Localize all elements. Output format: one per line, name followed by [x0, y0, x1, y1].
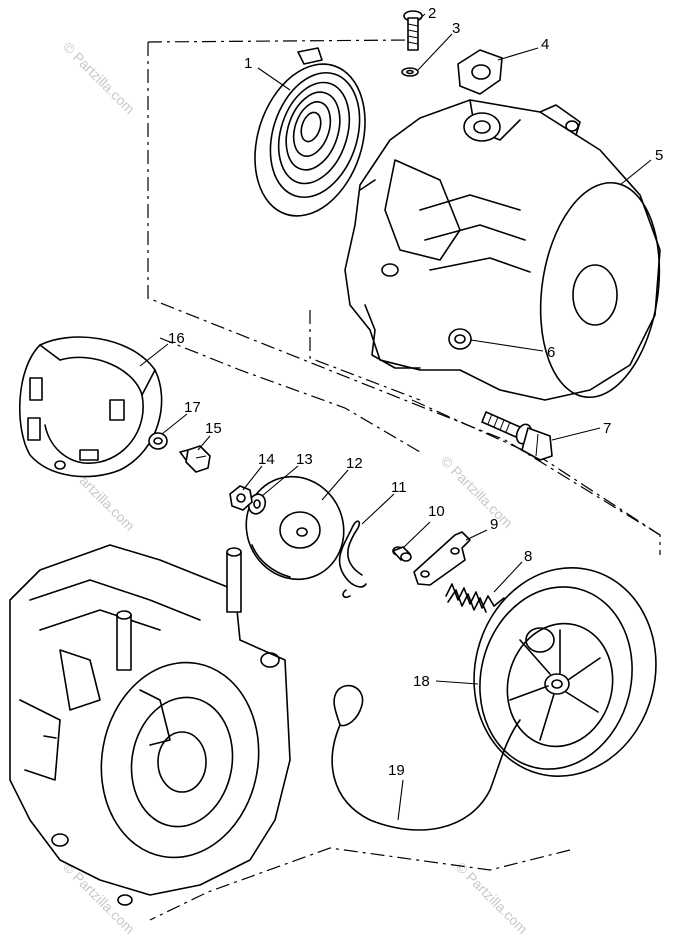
callout-17: 17: [184, 399, 201, 416]
starter-rope: [331, 684, 521, 831]
wire-spring: [338, 520, 367, 599]
recoil-spring: [254, 47, 366, 217]
flange-bolt: [179, 445, 211, 473]
rope-pulley: [473, 567, 657, 777]
flat-washer: [148, 432, 168, 450]
lock-washer: [401, 67, 419, 77]
bolt: [481, 411, 553, 461]
callout-7: 7: [603, 420, 611, 437]
callout-3: 3: [452, 20, 460, 37]
grommet: [448, 328, 472, 350]
watermark: © Partzilla.com: [453, 859, 531, 936]
callout-11: 11: [391, 479, 407, 496]
callout-4: 4: [541, 36, 549, 53]
starter-housing: [344, 99, 661, 401]
screw: [403, 10, 423, 51]
crankcase: [9, 544, 291, 906]
callout-9: 9: [490, 516, 498, 533]
callout-18: 18: [413, 673, 430, 690]
watermark: © Partzilla.com: [60, 39, 138, 117]
callout-5: 5: [655, 147, 663, 164]
callout-15: 15: [205, 420, 222, 437]
bracket-plate: [457, 49, 503, 95]
callout-labels: 1 2 3 4 5 6 7 8 9 10 11 12 13 14 15 16 1…: [168, 5, 663, 779]
callout-19: 19: [388, 762, 405, 779]
pin: [392, 546, 412, 562]
assembly-outline: [147, 39, 661, 921]
pawl-spring: [445, 583, 505, 613]
watermark: © Partzilla.com: [438, 453, 516, 531]
callout-14: 14: [258, 451, 275, 468]
callout-16: 16: [168, 330, 185, 347]
callout-10: 10: [428, 503, 445, 520]
callout-1: 1: [244, 55, 252, 72]
callout-13: 13: [296, 451, 313, 468]
nut: [229, 485, 253, 511]
callout-6: 6: [547, 344, 555, 361]
cover-rim: [18, 336, 163, 478]
leader-lines: [139, 13, 652, 821]
pawl: [413, 531, 471, 586]
callout-8: 8: [524, 548, 532, 565]
ratchet-plate: [245, 475, 345, 581]
callout-12: 12: [346, 455, 363, 472]
callout-2: 2: [428, 5, 436, 22]
